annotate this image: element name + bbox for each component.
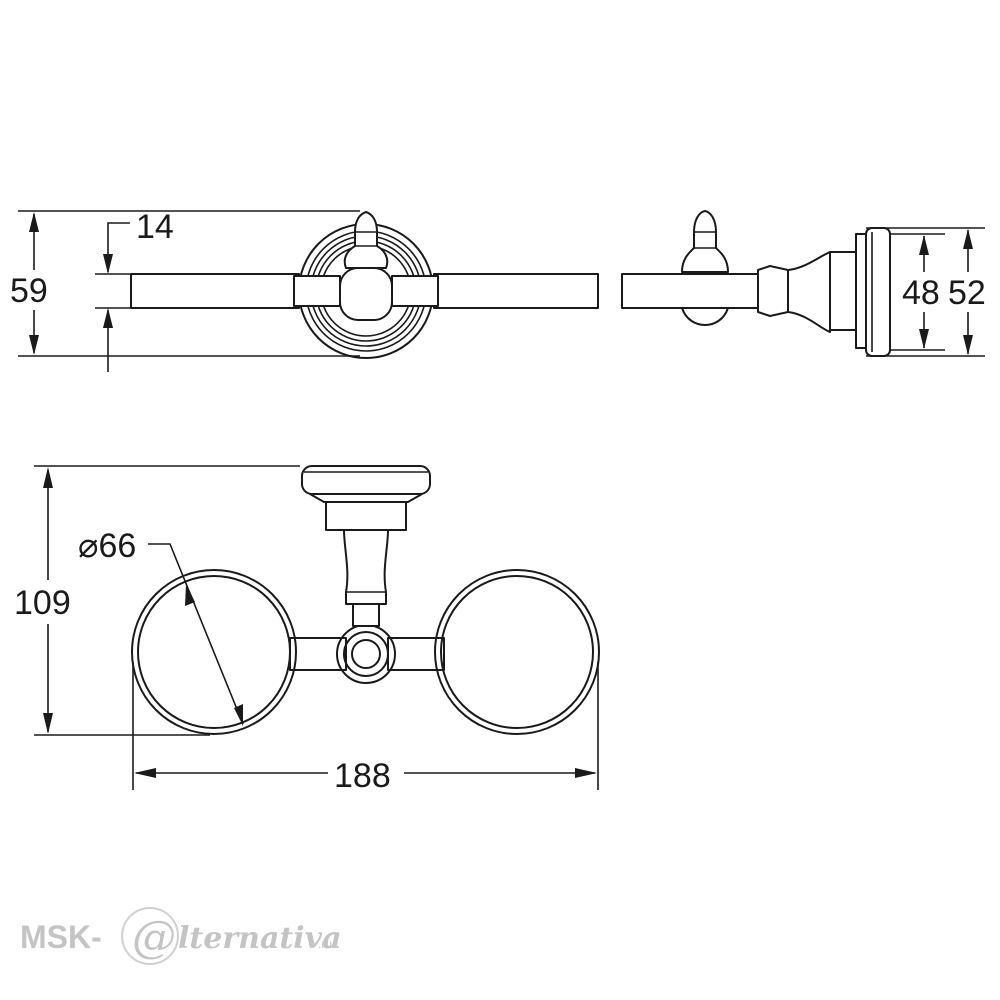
- svg-text:MSK-: MSK-: [20, 919, 102, 955]
- dimension-52: 52: [948, 274, 986, 312]
- watermark-logo: MSK- @ lternativa .ru: [20, 907, 342, 965]
- dimension-59: 59: [10, 272, 48, 310]
- svg-text:lternativa: lternativa: [178, 921, 342, 956]
- svg-text:@: @: [132, 912, 176, 963]
- watermark: MSK- @ lternativa .ru: [18, 900, 348, 970]
- front-view: [18, 210, 599, 372]
- dimension-14: 14: [136, 208, 174, 246]
- dimension-109: 109: [14, 584, 71, 622]
- dimension-188: 188: [334, 757, 391, 795]
- top-view: [34, 465, 600, 790]
- svg-text:.ru: .ru: [318, 937, 332, 951]
- dimension-diameter-66: ⌀66: [78, 527, 136, 565]
- side-view: [621, 210, 985, 357]
- dimension-48: 48: [902, 274, 940, 312]
